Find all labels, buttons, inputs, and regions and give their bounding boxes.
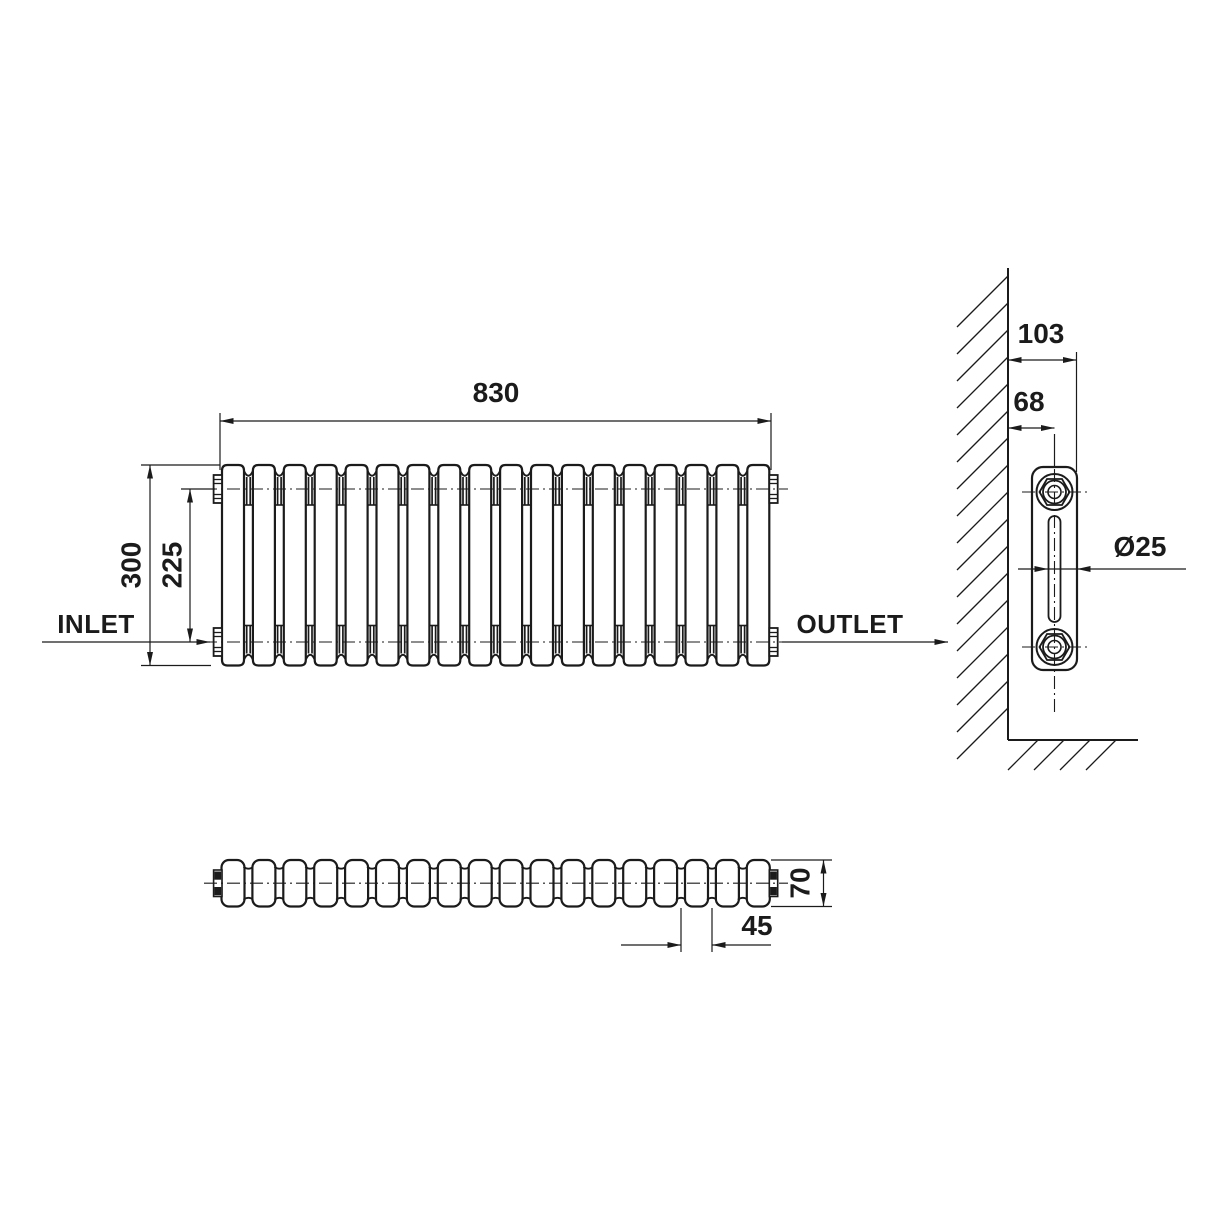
wall-hatch-line	[956, 329, 1009, 382]
section-top-hump	[344, 463, 369, 471]
wall-hatch-line	[956, 707, 1009, 760]
section-bottom-hump	[406, 659, 431, 667]
top-boss-band	[214, 887, 222, 896]
radiator-front-body	[212, 463, 779, 667]
dim-70-label: 70	[785, 867, 816, 898]
wall-hatch-line	[956, 572, 1009, 625]
section-bottom-hump	[529, 659, 555, 667]
wall-hatch-line	[956, 518, 1009, 571]
section-top-hump	[251, 463, 276, 471]
section-top-hump	[529, 463, 555, 471]
section-bottom-hump	[591, 659, 616, 667]
section-top-hump	[715, 463, 740, 471]
wall-hatch-line	[956, 410, 1009, 463]
wall-hatch-line	[956, 356, 1009, 409]
section-top-hump	[684, 463, 709, 471]
floor-hatch-line	[1059, 739, 1091, 771]
section-top-hump	[468, 463, 493, 471]
section-top-hump	[375, 463, 400, 471]
top-boss-band	[770, 887, 777, 896]
section-top-hump	[653, 463, 678, 471]
floor-hatch-line	[1033, 739, 1065, 771]
section-bottom-hump	[313, 659, 338, 667]
wall-hatch-line	[956, 653, 1009, 706]
section-bottom-hump	[684, 659, 709, 667]
section-bottom-hump	[468, 659, 493, 667]
section-bottom-hump	[220, 659, 246, 667]
section-top-hump	[560, 463, 585, 471]
wall-hatch-line	[956, 599, 1009, 652]
dim-830-label: 830	[473, 377, 520, 408]
front-view: 830 300 225 INLET OUTLET	[42, 377, 948, 667]
dim-300-label: 300	[116, 542, 147, 589]
section-top-hump	[406, 463, 431, 471]
section-bottom-hump	[251, 659, 276, 667]
wall-floor-hatching	[956, 275, 1117, 771]
section-bottom-hump	[282, 659, 307, 667]
section-top-hump	[220, 463, 246, 471]
wall-hatch-line	[956, 383, 1009, 436]
top-boss-band	[770, 871, 777, 880]
side-view: 103 68 Ø25	[956, 268, 1186, 771]
floor-hatch-line	[1085, 739, 1117, 771]
section-bottom-hump	[375, 659, 400, 667]
section-top-hump	[282, 463, 307, 471]
dim-dia25-label: Ø25	[1114, 531, 1167, 562]
wall-hatch-line	[956, 545, 1009, 598]
dim-68-label: 68	[1013, 386, 1044, 417]
top-view: 70 45	[204, 858, 832, 952]
wall-hatch-line	[956, 491, 1009, 544]
wall-hatch-line	[956, 626, 1009, 679]
top-boss-band	[214, 871, 222, 880]
section-bottom-hump	[622, 659, 647, 667]
section-bottom-hump	[653, 659, 678, 667]
floor-hatch-line	[1007, 739, 1039, 771]
inlet-label: INLET	[57, 609, 135, 639]
section-bottom-hump	[499, 659, 524, 667]
dim-103-label: 103	[1018, 318, 1065, 349]
wall-hatch-line	[956, 302, 1009, 355]
section-bottom-hump	[437, 659, 462, 667]
section-bottom-hump	[560, 659, 585, 667]
dim-45-label: 45	[741, 910, 772, 941]
section-bottom-hump	[715, 659, 740, 667]
section-top-hump	[437, 463, 462, 471]
section-bottom-hump	[344, 659, 369, 667]
wall-hatch-line	[956, 680, 1009, 733]
section-top-hump	[746, 463, 771, 471]
wall-hatch-line	[956, 275, 1009, 328]
section-bottom-hump	[746, 659, 771, 667]
section-top-hump	[313, 463, 338, 471]
wall-hatch-line	[956, 437, 1009, 490]
section-top-hump	[591, 463, 616, 471]
section-top-hump	[622, 463, 647, 471]
section-top-hump	[499, 463, 524, 471]
outlet-label: OUTLET	[797, 609, 904, 639]
wall-hatch-line	[956, 464, 1009, 517]
dim-225-label: 225	[157, 542, 188, 589]
